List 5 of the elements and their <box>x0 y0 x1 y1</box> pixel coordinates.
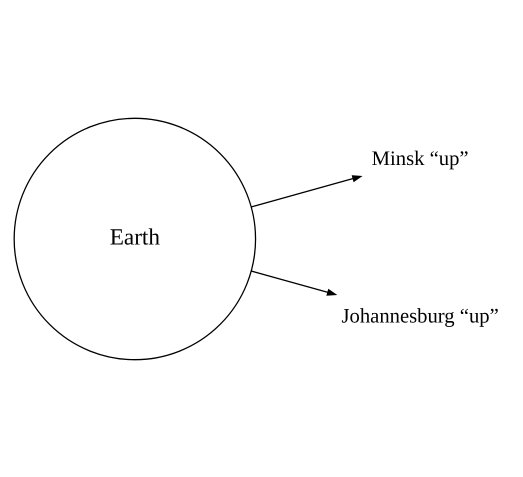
node-text: Johannesburg “up” <box>340 305 498 328</box>
node-text: Minsk “up” <box>371 148 468 170</box>
arrow <box>250 174 362 207</box>
arrow <box>250 270 337 296</box>
node-circle: Earth <box>13 117 256 360</box>
